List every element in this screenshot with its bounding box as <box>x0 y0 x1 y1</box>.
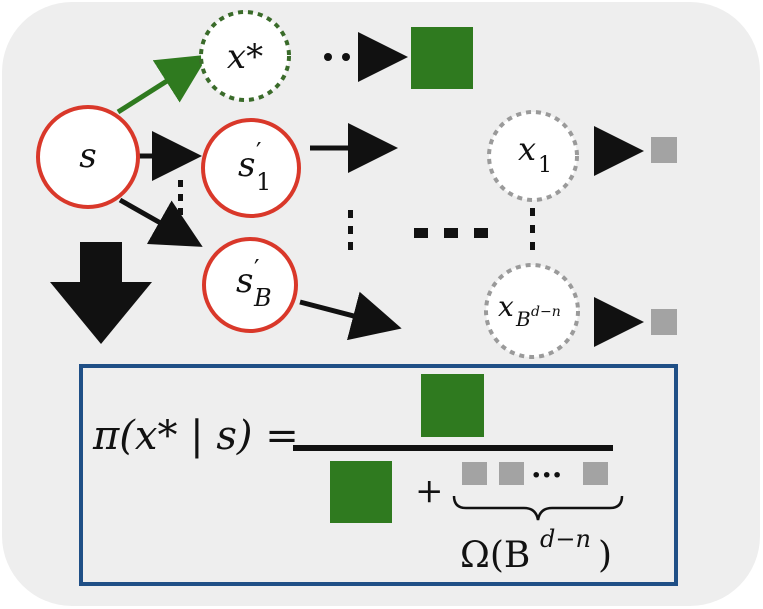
denominator-gray-square-last <box>583 462 608 485</box>
node-s1-label: s′1 <box>238 138 271 196</box>
node-xB-base: x <box>498 290 514 323</box>
gray-square-xB <box>651 309 677 335</box>
node-sB-prime: s′B <box>202 237 298 333</box>
big-down-arrow <box>50 242 152 344</box>
node-xstar: x* <box>199 10 291 102</box>
denominator-gray-square-2 <box>499 462 524 485</box>
node-s1-prime: s′1 <box>201 118 301 218</box>
denominator-ellipsis: ··· <box>531 458 562 493</box>
vertical-dots-left <box>178 180 183 215</box>
denominator-gray-square-1 <box>462 462 487 485</box>
node-xB-exponent: d−n <box>531 304 561 320</box>
node-xB-subscript: B <box>515 307 531 331</box>
gray-square-x1 <box>651 137 677 163</box>
node-x1-base: x <box>518 130 536 168</box>
formula-lhs: π(x* | s) = <box>92 413 299 459</box>
edge-sB-forward <box>299 291 402 341</box>
node-x1-label: x1 <box>518 130 552 178</box>
node-s-label: s <box>79 136 96 176</box>
node-xstar-label: x* <box>227 37 263 77</box>
x1-dot <box>599 147 607 155</box>
vertical-dots-right <box>530 208 535 250</box>
omega-suffix: ) <box>598 535 612 576</box>
node-s1-prime-mark: ′ <box>256 138 261 166</box>
denominator-green-square <box>330 461 392 523</box>
numerator-green-square <box>421 374 484 437</box>
edge-s-to-xstar <box>116 54 209 115</box>
edge-s-to-sB <box>118 197 203 247</box>
node-x1: x1 <box>487 110 579 202</box>
node-sB-subscript: B <box>253 284 272 312</box>
omega-prefix: Ω(B <box>460 535 530 576</box>
fraction-bar <box>293 445 613 451</box>
xstar-dots <box>324 53 368 61</box>
vertical-dots-middle <box>348 210 353 250</box>
green-square-target <box>411 27 473 89</box>
node-s1-subscript: 1 <box>256 168 271 196</box>
node-sB-prime-mark: ′ <box>254 255 259 283</box>
node-s1-base: s <box>238 145 255 185</box>
xB-dot <box>599 318 607 326</box>
node-sB-base: s <box>236 261 253 301</box>
horizontal-dots-middle <box>414 228 488 238</box>
node-x1-subscript: 1 <box>538 153 552 178</box>
underbrace <box>452 495 624 521</box>
node-sB-label: s′B <box>236 255 272 312</box>
formula-plus: + <box>415 471 444 511</box>
omega-exponent: d−n <box>540 525 591 553</box>
omega-label: Ω(B d−n) <box>460 525 612 576</box>
node-s: s <box>36 105 140 209</box>
